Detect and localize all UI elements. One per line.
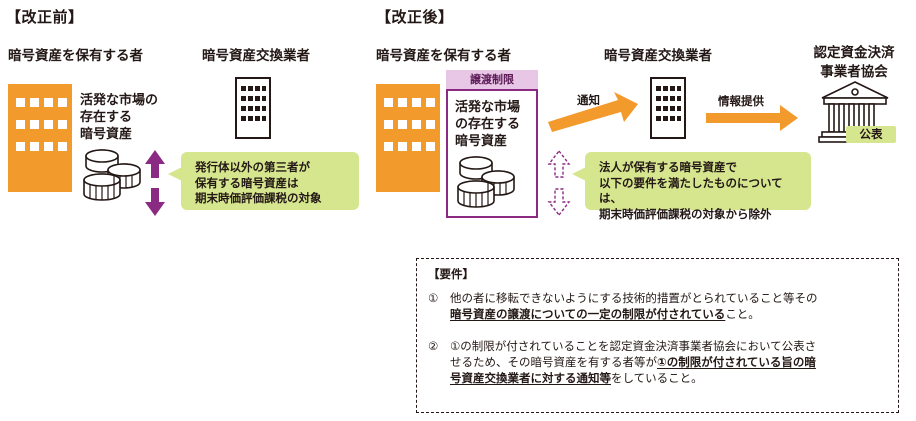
asset-line: 存在する [80,110,133,125]
callout-line: 保有する暗号資産は [195,175,299,190]
restriction-tag: 譲渡制限 [446,70,538,89]
after-exchange-label: 暗号資産交換業者 [604,48,712,64]
exchange-building-icon [650,77,686,139]
after-callout: 法人が保有する暗号資産で 以下の要件を満たしたものについては、 期末時価評価課税… [585,152,811,221]
company-building-icon [376,84,440,192]
info-arrow-icon [706,105,798,131]
requirement-item-1: ① 他の者に移転できないようにする技術的措置がとられていること等その 暗号資産の… [428,290,894,322]
requirement-line: 号資産交換業者に対する通知等をしていること。 [450,370,816,386]
dashed-up-down-arrow-icon [547,150,571,216]
requirement-text: をしていること。 [611,371,703,385]
before-exchange-label: 暗号資産交換業者 [202,48,310,64]
public-badge: 公表 [846,126,896,143]
callout-line: 発行体以外の第三者が [195,160,310,174]
after-title: 【改正後】 [376,8,454,26]
callout-line: 以下の要件を満たしたものについては、 [599,175,783,206]
company-building-icon [8,84,72,192]
requirement-line: せるため、その暗号資産を有する者等が①の制限が付されている旨の暗 [450,354,816,370]
coins-icon [83,149,141,201]
after-holder-label: 暗号資産を保有する者 [376,48,511,64]
notify-label: 通知 [577,93,600,107]
callout-pointer [572,167,586,181]
requirement-number: ② [428,339,439,353]
requirement-line: 暗号資産の譲渡についての一定の制限が付されていること。 [450,306,818,322]
requirement-text: せるため、その暗号資産を有する者等が [450,355,657,369]
requirement-line: ①の制限が付されていることを認定資金決済事業者協会において公表さ [450,339,817,353]
asset-line: の存在する [455,117,521,132]
requirement-line: 他の者に移転できないようにする技術的措置がとられていること等その [450,291,818,305]
info-label: 情報提供 [718,94,764,108]
requirement-emphasis: ①の制限が付されている旨の暗 [657,355,816,369]
association-label: 認定資金決済 事業者協会 [800,44,908,82]
requirements-box [416,258,899,413]
callout-line: 法人が保有する暗号資産で [599,160,737,174]
requirement-item-2: ② ①の制限が付されていることを認定資金決済事業者協会において公表さ せるため、… [428,338,894,386]
requirement-number: ① [428,291,439,305]
asset-line: 活発な市場の [80,93,159,108]
after-asset-text: 活発な市場 の存在する 暗号資産 [455,99,520,150]
asset-line: 暗号資産 [455,134,508,149]
requirements-heading: 【要件】 [428,267,474,281]
before-callout: 発行体以外の第三者が 保有する暗号資産は 期末時価評価課税の対象 [181,152,359,210]
requirement-emphasis: 暗号資産の譲渡についての一定の制限が付されている [450,307,726,321]
callout-line: 期末時価評価課税の対象 [195,191,322,205]
association-label-line: 認定資金決済 [813,45,895,61]
callout-line: 期末時価評価課税の対象から除外 [599,206,772,221]
exchange-building-icon [235,77,271,139]
association-label-line: 事業者協会 [820,64,888,80]
notify-arrow-icon [548,92,638,132]
up-down-arrow-icon [145,150,165,216]
before-asset-text: 活発な市場の 存在する 暗号資産 [80,92,158,143]
callout-pointer [168,167,182,181]
requirement-text: こと。 [725,307,760,321]
before-title: 【改正前】 [6,8,84,26]
requirement-emphasis: 号資産交換業者に対する通知等 [450,371,611,385]
coins-icon [457,156,515,208]
asset-line: 活発な市場 [455,100,521,115]
asset-line: 暗号資産 [80,127,133,142]
before-holder-label: 暗号資産を保有する者 [8,48,143,64]
